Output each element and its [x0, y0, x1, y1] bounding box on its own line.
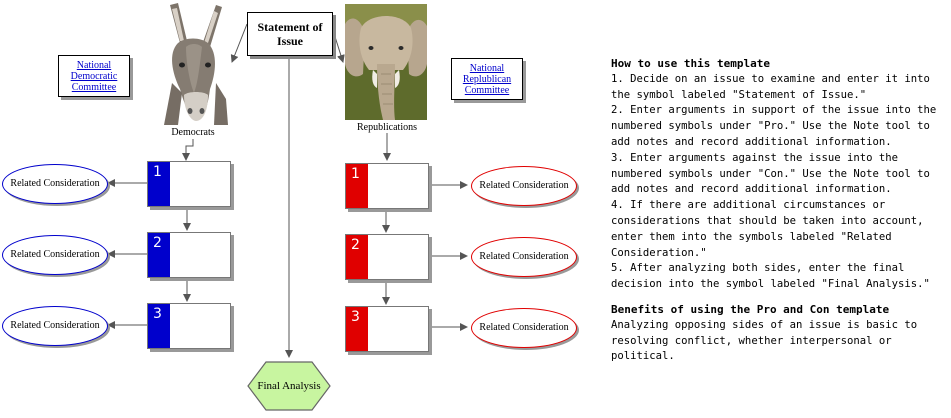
rep-consideration-text-3: Related Consideration — [479, 322, 569, 333]
democratic-committee-link[interactable]: National Democratic Committee — [58, 55, 130, 97]
dem-pro-box-3[interactable]: 3 — [147, 303, 231, 349]
dem-related-consideration-1[interactable]: Related Consideration — [2, 164, 108, 204]
rep-consideration-text-2: Related Consideration — [479, 251, 569, 262]
dem-label-to-1-arrow — [182, 139, 194, 161]
democrats-label: Democrats — [171, 127, 215, 138]
instruction-step-4: 4. If there are additional circumstances… — [611, 199, 924, 259]
dem-consideration-text-2: Related Consideration — [10, 249, 100, 260]
statement-to-rep-arrow — [330, 23, 345, 63]
rep-related-consideration-3[interactable]: Related Consideration — [471, 308, 577, 348]
statement-of-issue-box[interactable]: Statement of Issue — [247, 12, 333, 56]
rep-related-consideration-1[interactable]: Related Consideration — [471, 166, 577, 206]
benefits-text: Analyzing opposing sides of an issue is … — [611, 318, 918, 363]
final-analysis-label: Final Analysis — [257, 380, 321, 392]
instructions-panel: How to use this template 1. Decide on an… — [611, 56, 947, 365]
elephant-photo — [345, 4, 427, 120]
rep-con-box-2[interactable]: 2 — [345, 234, 429, 280]
connectors — [107, 23, 468, 358]
dem-pro-number-3: 3 — [148, 304, 170, 348]
statement-label: Statement of Issue — [257, 20, 323, 48]
instruction-step-5: 5. After analyzing both sides, enter the… — [611, 262, 930, 291]
statement-to-dem-arrow — [230, 23, 248, 63]
dem-pro-box-1[interactable]: 1 — [147, 161, 231, 207]
instructions-title: How to use this template — [611, 57, 770, 70]
dem-consideration-text-1: Related Consideration — [10, 178, 100, 189]
dem-related-consideration-2[interactable]: Related Consideration — [2, 235, 108, 275]
instruction-step-3: 3. Enter arguments against the issue int… — [611, 151, 930, 196]
instruction-step-1: 1. Decide on an issue to examine and ent… — [611, 72, 930, 101]
republicans-label: Republications — [357, 122, 417, 133]
rep-con-box-3[interactable]: 3 — [345, 306, 429, 352]
rep-con-number-2: 2 — [346, 235, 368, 279]
dem-pro-box-2[interactable]: 2 — [147, 232, 231, 278]
final-analysis-hexagon[interactable]: Final Analysis — [246, 361, 332, 411]
rep-con-number-1: 1 — [346, 164, 368, 208]
democratic-committee-text[interactable]: National Democratic Committee — [70, 59, 118, 93]
benefits-title: Benefits of using the Pro and Con templa… — [611, 302, 890, 316]
dem-related-consideration-3[interactable]: Related Consideration — [2, 306, 108, 346]
instruction-step-2: 2. Enter arguments in support of the iss… — [611, 104, 937, 148]
republican-committee-link[interactable]: National Replublican Committee — [451, 58, 523, 100]
dem-consideration-text-3: Related Consideration — [10, 320, 100, 331]
rep-consideration-text-1: Related Consideration — [479, 180, 569, 191]
donkey-photo — [158, 3, 228, 125]
rep-con-number-3: 3 — [346, 307, 368, 351]
republican-committee-text[interactable]: National Replublican Committee — [462, 62, 512, 96]
dem-pro-number-1: 1 — [148, 162, 170, 206]
rep-con-box-1[interactable]: 1 — [345, 163, 429, 209]
rep-related-consideration-2[interactable]: Related Consideration — [471, 237, 577, 277]
dem-pro-number-2: 2 — [148, 233, 170, 277]
